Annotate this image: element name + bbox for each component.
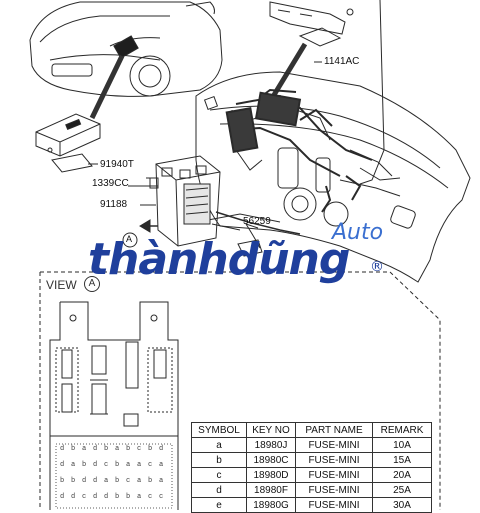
fuse-slot-letter: c <box>148 493 153 501</box>
callout-91188: 91188 <box>100 199 128 210</box>
cell-symbol: b <box>191 452 247 468</box>
fuse-slot-letter: a <box>137 477 142 485</box>
fuse-slot-letter: d <box>104 493 109 501</box>
fuse-slot-letter: d <box>60 445 65 453</box>
cell-part-name: FUSE-MINI <box>295 467 373 483</box>
cell-part-name: FUSE-MINI <box>295 497 373 513</box>
view-marker: A <box>84 276 100 292</box>
fuse-slot-letter: d <box>93 461 98 469</box>
fuse-slot-letter: a <box>82 445 87 453</box>
header-key-no: KEY NO <box>246 422 296 438</box>
fuse-slot-letter: a <box>71 461 76 469</box>
label-pad <box>51 153 93 173</box>
fuse-slot-letter: b <box>71 477 76 485</box>
cell-remark: 10A <box>372 437 432 453</box>
cell-remark: 15A <box>372 452 432 468</box>
header-symbol: SYMBOL <box>191 422 247 438</box>
fuse-slot-letter: d <box>93 477 98 485</box>
arrow-a-marker: A <box>126 234 133 244</box>
fuse-slot-letter: c <box>82 493 87 501</box>
fuse-slot-letter: b <box>71 445 76 453</box>
callout-91940t: 91940T <box>100 159 134 170</box>
junction-box <box>149 155 221 247</box>
cell-remark: 25A <box>372 482 432 498</box>
fuse-slot-letter: b <box>104 445 109 453</box>
fuse-slot-letter: d <box>60 493 65 501</box>
cell-part-name: FUSE-MINI <box>295 452 373 468</box>
fuse-slot-letter: a <box>104 477 109 485</box>
fuse-slot-letter: b <box>148 445 153 453</box>
fuse-slot-letter: d <box>82 477 87 485</box>
fuse-slot-letter: c <box>137 445 142 453</box>
fuse-slot-letter: b <box>82 461 87 469</box>
header-part-name: PART NAME <box>295 422 373 438</box>
fuse-slot-letter: d <box>93 445 98 453</box>
fuse-slot-letter: b <box>115 493 120 501</box>
cell-symbol: e <box>191 497 247 513</box>
fuse-slot-letter: a <box>137 493 142 501</box>
fuse-slot-letter: a <box>159 477 164 485</box>
fuse-slot-letter: d <box>159 445 164 453</box>
fuse-slot-letter: a <box>137 461 142 469</box>
watermark-text-1: thành <box>88 234 229 285</box>
cell-part-name: FUSE-MINI <box>295 437 373 453</box>
table-row: c 18980D FUSE-MINI 20A <box>191 467 432 483</box>
fuse-slot-letter: c <box>159 493 164 501</box>
pointer-line-1 <box>89 54 125 120</box>
cell-key-no: 18980G <box>246 497 296 513</box>
watermark-text-2: dũng <box>227 234 351 285</box>
table-row: a 18980J FUSE-MINI 10A <box>191 437 432 453</box>
fuse-slot-letter: a <box>159 461 164 469</box>
fuse-table: SYMBOL KEY NO PART NAME REMARK a 18980J … <box>191 422 432 513</box>
cell-key-no: 18980J <box>246 437 296 453</box>
view-label: VIEW <box>46 278 77 292</box>
fuse-table-header: SYMBOL KEY NO PART NAME REMARK <box>191 422 432 438</box>
cell-part-name: FUSE-MINI <box>295 482 373 498</box>
cell-symbol: d <box>191 482 247 498</box>
table-row: e 18980G FUSE-MINI 30A <box>191 497 432 513</box>
car-illustration <box>29 1 223 97</box>
cell-key-no: 18980D <box>246 467 296 483</box>
fuse-box-outline <box>49 301 179 510</box>
ecu-pad <box>35 113 101 157</box>
fuse-slot-letter: b <box>115 461 120 469</box>
watermark-logo: thànhdũng Auto ® <box>88 222 388 296</box>
fuse-slot-letter: d <box>71 493 76 501</box>
cell-remark: 20A <box>372 467 432 483</box>
fuse-slot-grid <box>55 443 173 509</box>
fuse-slot-letter: b <box>60 477 65 485</box>
fuse-slot-letter: c <box>104 461 109 469</box>
callout-56259: 56259 <box>243 216 271 227</box>
fuse-slot-letter: b <box>115 477 120 485</box>
table-row: b 18980C FUSE-MINI 15A <box>191 452 432 468</box>
callout-1339cc: 1339CC <box>92 178 129 189</box>
fuse-slot-letter: c <box>126 477 131 485</box>
top-bracket <box>269 1 354 47</box>
header-remark: REMARK <box>372 422 432 438</box>
cell-key-no: 18980C <box>246 452 296 468</box>
callout-1141ac: 1141AC <box>324 56 360 67</box>
cell-symbol: c <box>191 467 247 483</box>
wire-harness <box>225 88 373 213</box>
watermark-registered: ® <box>370 259 384 275</box>
cell-remark: 30A <box>372 497 432 513</box>
fuse-slot-letter: b <box>126 445 131 453</box>
fuse-slot-letter: b <box>126 493 131 501</box>
watermark-auto: Auto <box>332 220 384 245</box>
table-row: d 18980F FUSE-MINI 25A <box>191 482 432 498</box>
fuse-slot-letter: a <box>126 461 131 469</box>
cell-key-no: 18980F <box>246 482 296 498</box>
fuse-slot-letter: d <box>93 493 98 501</box>
fuse-slot-letter: a <box>115 445 120 453</box>
cell-symbol: a <box>191 437 247 453</box>
fuse-slot-letter: c <box>148 461 153 469</box>
fuse-slot-letter: d <box>60 461 65 469</box>
fuse-slot-letter: b <box>148 477 153 485</box>
